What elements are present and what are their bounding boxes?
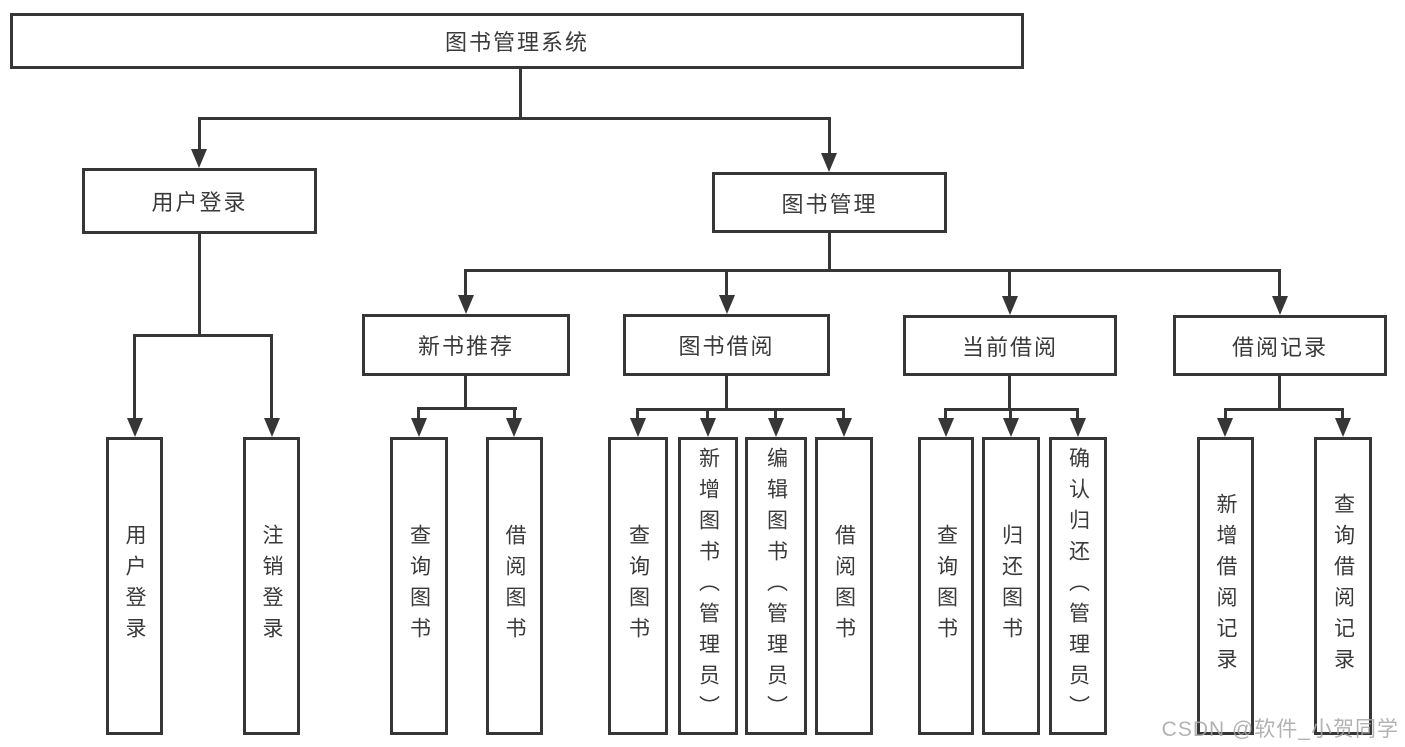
leaf-borrow-books-2-label: 借阅图书	[832, 524, 856, 648]
leaf-return-books-label: 归还图书	[999, 524, 1023, 648]
connector-line	[464, 376, 467, 410]
connector-line	[1278, 376, 1281, 411]
connector-line	[270, 334, 273, 420]
leaf-query-books-3-label: 查询图书	[934, 524, 958, 648]
connector-line	[636, 408, 639, 420]
node-borrow-records: 借阅记录	[1173, 315, 1387, 376]
node-book-management-label: 图书管理	[781, 191, 878, 217]
arrow-down-icon	[191, 149, 207, 168]
arrow-down-icon	[1335, 418, 1351, 437]
connector-line	[842, 408, 845, 420]
leaf-confirm-return-admin: 确认归还（管理员）	[1049, 437, 1107, 735]
connector-line	[198, 117, 831, 120]
arrow-down-icon	[719, 295, 735, 314]
connector-line	[1008, 376, 1011, 411]
leaf-add-books-admin: 新增图书（管理员）	[678, 437, 738, 735]
connector-line	[774, 408, 777, 420]
node-user-login-label: 用户登录	[151, 190, 248, 215]
node-book-borrow: 图书借阅	[623, 314, 830, 376]
connector-line	[464, 269, 467, 297]
connector-line	[1008, 269, 1011, 298]
node-current-borrow-label: 当前借阅	[961, 334, 1058, 360]
watermark: CSDN @软件_小贺同学	[1161, 718, 1399, 741]
arrow-down-icon	[700, 418, 716, 437]
connector-line	[133, 334, 273, 337]
arrow-down-icon	[127, 418, 143, 437]
node-borrow-records-label: 借阅记录	[1231, 334, 1328, 360]
leaf-add-borrow-record-label: 新增借阅记录	[1214, 493, 1237, 679]
leaf-borrow-books-1-label: 借阅图书	[503, 524, 526, 648]
node-user-login: 用户登录	[82, 168, 317, 234]
leaf-edit-books-admin: 编辑图书（管理员）	[745, 437, 807, 735]
arrow-down-icon	[821, 153, 837, 172]
connector-line	[1224, 408, 1344, 411]
connector-line	[417, 407, 517, 410]
node-book-borrow-label: 图书借阅	[678, 334, 775, 359]
leaf-borrow-books-2: 借阅图书	[815, 437, 873, 735]
node-book-management: 图书管理	[712, 172, 947, 233]
connector-line	[133, 334, 136, 420]
leaf-user-login: 用户登录	[106, 437, 163, 735]
arrow-down-icon	[1070, 418, 1086, 437]
leaf-query-borrow-record: 查询借阅记录	[1314, 437, 1372, 735]
connector-line	[198, 117, 201, 150]
arrow-down-icon	[1002, 296, 1018, 315]
leaf-user-login-label: 用户登录	[123, 524, 146, 648]
node-new-book-recommend-label: 新书推荐	[417, 334, 514, 359]
leaf-edit-books-admin-label: 编辑图书（管理员）	[764, 446, 788, 726]
connector-line	[828, 117, 831, 154]
node-library-system: 图书管理系统	[10, 13, 1024, 69]
connector-line	[636, 408, 845, 411]
leaf-query-books-2-label: 查询图书	[626, 524, 650, 648]
arrow-down-icon	[836, 418, 852, 437]
connector-line	[1341, 408, 1344, 420]
arrow-down-icon	[411, 418, 427, 437]
leaf-query-books-1: 查询图书	[390, 437, 448, 735]
leaf-query-books-1-label: 查询图书	[407, 524, 431, 648]
connector-line	[944, 408, 947, 420]
leaf-return-books: 归还图书	[982, 437, 1040, 735]
connector-line	[198, 234, 201, 337]
leaf-query-books-2: 查询图书	[608, 437, 668, 735]
connector-line	[519, 69, 522, 119]
connector-line	[464, 269, 1281, 272]
arrow-down-icon	[506, 418, 522, 437]
leaf-add-borrow-record: 新增借阅记录	[1197, 437, 1254, 735]
connector-line	[1009, 408, 1012, 420]
connector-line	[513, 407, 516, 420]
arrow-down-icon	[264, 418, 280, 437]
leaf-borrow-books-1: 借阅图书	[486, 437, 543, 735]
arrow-down-icon	[938, 418, 954, 437]
connector-line	[725, 376, 728, 411]
arrow-down-icon	[1217, 418, 1233, 437]
arrow-down-icon	[458, 295, 474, 314]
leaf-query-borrow-record-label: 查询借阅记录	[1331, 493, 1355, 679]
arrow-down-icon	[630, 418, 646, 437]
leaf-confirm-return-admin-label: 确认归还（管理员）	[1066, 446, 1090, 726]
leaf-logout: 注销登录	[243, 437, 300, 735]
connector-line	[1224, 408, 1227, 420]
arrow-down-icon	[1003, 418, 1019, 437]
connector-line	[828, 233, 831, 272]
leaf-query-books-3: 查询图书	[918, 437, 974, 735]
leaf-logout-label: 注销登录	[260, 524, 283, 648]
arrow-down-icon	[1272, 296, 1288, 315]
arrow-down-icon	[768, 418, 784, 437]
leaf-add-books-admin-label: 新增图书（管理员）	[696, 446, 720, 726]
connector-line	[706, 408, 709, 420]
connector-line	[725, 269, 728, 297]
connector-line	[417, 407, 420, 420]
connector-line	[1278, 269, 1281, 298]
connector-line	[1076, 408, 1079, 420]
node-current-borrow: 当前借阅	[903, 315, 1117, 376]
node-library-system-label: 图书管理系统	[444, 30, 589, 55]
node-new-book-recommend: 新书推荐	[362, 314, 570, 376]
